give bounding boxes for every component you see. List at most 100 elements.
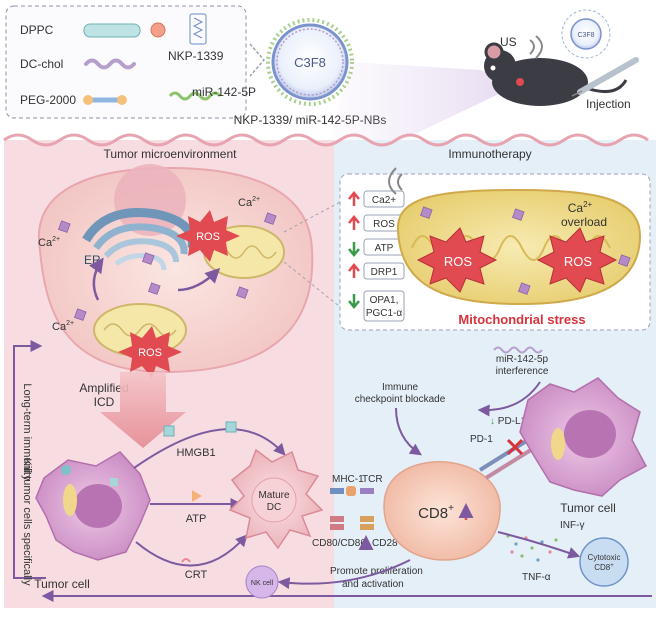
ros-label-bottom: ROS — [138, 347, 162, 359]
infg-label: INF-γ — [560, 520, 584, 531]
nk-cell-label: NK cell — [251, 580, 274, 587]
promote-label-1: Promote proliferation — [330, 566, 423, 577]
tnfa-label: TNF-α — [522, 572, 551, 583]
icd-label-line1: Amplified — [79, 381, 128, 395]
cell-arrow-ca-release — [88, 257, 104, 301]
tumor-cell-small — [35, 451, 151, 561]
tcr-label: TCR — [362, 474, 383, 485]
block-x-icon — [506, 438, 524, 456]
ca-label-bottom: Ca2+ — [52, 320, 74, 333]
legend-box — [5, 5, 247, 119]
ca-overload-label-2: overload — [561, 215, 607, 229]
drug-cubes — [58, 212, 277, 321]
mir-label-1: miR-142-5p — [496, 354, 549, 365]
mir-strand-icon — [493, 346, 543, 354]
scalloped-border — [3, 133, 649, 147]
mature-dc-label-2: DC — [267, 502, 281, 513]
arrow-mir — [477, 381, 541, 417]
tumor-cell-right — [519, 377, 648, 497]
ros-large-left-label: ROS — [444, 254, 473, 269]
mir-label-2: interference — [496, 366, 549, 377]
cd8-label: CD8+ — [418, 503, 454, 522]
icd-label-line2: ICD — [94, 395, 115, 409]
ca-label-top: Ca2+ — [238, 196, 260, 209]
nkp-icon — [150, 22, 166, 38]
legend-label-peg: PEG-2000 — [20, 93, 76, 107]
cd80-label: CD80/CD86 — [312, 538, 366, 549]
mito-change-box — [363, 190, 405, 208]
cd8-t-cell — [383, 461, 501, 561]
mito-change-label: Ca2+ — [372, 195, 396, 206]
feedback-line-long-term — [13, 340, 46, 579]
decrease-arrow-icon — [348, 294, 360, 309]
ultrasound-beam — [330, 62, 520, 160]
ultrasound-waves-icon — [529, 35, 543, 59]
cell-arrow-to-mito — [177, 267, 221, 292]
cd80-cd28-pair — [330, 516, 374, 530]
dppc-icon — [83, 23, 141, 38]
long-term-immunity-label: Long-term immunity — [21, 383, 33, 481]
mirna-icon — [168, 91, 222, 101]
pd1-label: PD-1 — [470, 434, 493, 445]
arrow-to-cytotoxic — [497, 531, 581, 559]
legend-label-nkp: NKP-1339 — [168, 49, 224, 63]
injection-label: Injection — [586, 97, 631, 111]
ros-star-large-right — [536, 227, 618, 293]
top-band: DPPC DC-chol PEG-2000 NKP-1339 miR-142-5… — [0, 0, 660, 160]
legend-label-mir: miR-142-5P — [192, 85, 256, 99]
increase-arrow-icon — [348, 215, 360, 230]
decrease-arrow-icon — [348, 242, 360, 257]
us-label: US — [500, 35, 517, 49]
peg-icon — [83, 95, 93, 105]
arrow-promote — [277, 559, 411, 590]
chevron-right-icon — [249, 43, 265, 77]
ros-star-large-left — [416, 227, 498, 293]
mature-dc-label-1: Mature — [258, 490, 290, 501]
ca-label-left: Ca2+ — [38, 236, 60, 249]
cd28-label: CD28 — [372, 538, 398, 549]
dcchol-icon — [84, 58, 136, 70]
mito-change-label: ATP — [375, 243, 394, 254]
increase-arrow-icon — [348, 191, 360, 206]
hmgb1-icon — [163, 425, 175, 437]
mito-change-label: OPA1, — [370, 295, 399, 306]
hmgb1-label: HMGB1 — [176, 447, 215, 459]
immune-cb-label-2: checkpoint blockade — [355, 394, 446, 405]
crt-label: CRT — [185, 569, 208, 581]
mito-change-label: PGC1-α — [366, 308, 403, 319]
pdl1-label: ↓ PD-L1 — [490, 416, 527, 427]
increase-arrow-icon — [348, 263, 360, 278]
mhc1-tcr-pair — [330, 486, 374, 496]
tumor-microenvironment-title: Tumor microenvironment — [104, 147, 238, 161]
atp-icon — [192, 490, 202, 502]
mouse-illustration — [484, 42, 628, 106]
arrow-crt — [135, 534, 248, 567]
tumor-cell-left-label: Tumor cell — [34, 577, 90, 591]
ros-large-right-label: ROS — [564, 254, 593, 269]
legend-label-dppc: DPPC — [20, 23, 54, 37]
mitochondrial-stress-label: Mitochondrial stress — [458, 312, 585, 327]
cytotoxic-label-1: Cytotoxic — [588, 553, 621, 562]
mito-change-label: DRP1 — [371, 267, 398, 278]
mito-change-box — [363, 290, 405, 322]
syringe-core: C3F8 — [577, 32, 594, 39]
mito-change-box — [363, 262, 405, 280]
cytotoxic-label-2: CD8+ — [594, 563, 614, 572]
ros-star-bottom — [118, 326, 182, 378]
tumor-cell-large: ER ROS ROS Ca2+ Ca2+ Ca2+ — [37, 164, 314, 378]
arrow-checkpoint — [395, 407, 422, 456]
syringe-icon — [571, 57, 639, 97]
arrow-hmgb1 — [133, 428, 286, 469]
atp-label: ATP — [186, 513, 207, 525]
legend-label-dcchol: DC-chol — [20, 57, 63, 71]
mitochondrion-large: ROS ROS Ca2+ overload — [388, 167, 642, 306]
immunotherapy-title: Immunotherapy — [448, 147, 531, 161]
nanobubble-core: C3F8 — [294, 55, 326, 70]
cytotoxic-cd8-cell — [579, 537, 629, 587]
kill-tumor-label: Kill tumor cells specifically — [21, 458, 33, 586]
promote-label-2: and activation — [342, 579, 404, 590]
tumor-cell-right-label: Tumor cell — [560, 501, 616, 515]
